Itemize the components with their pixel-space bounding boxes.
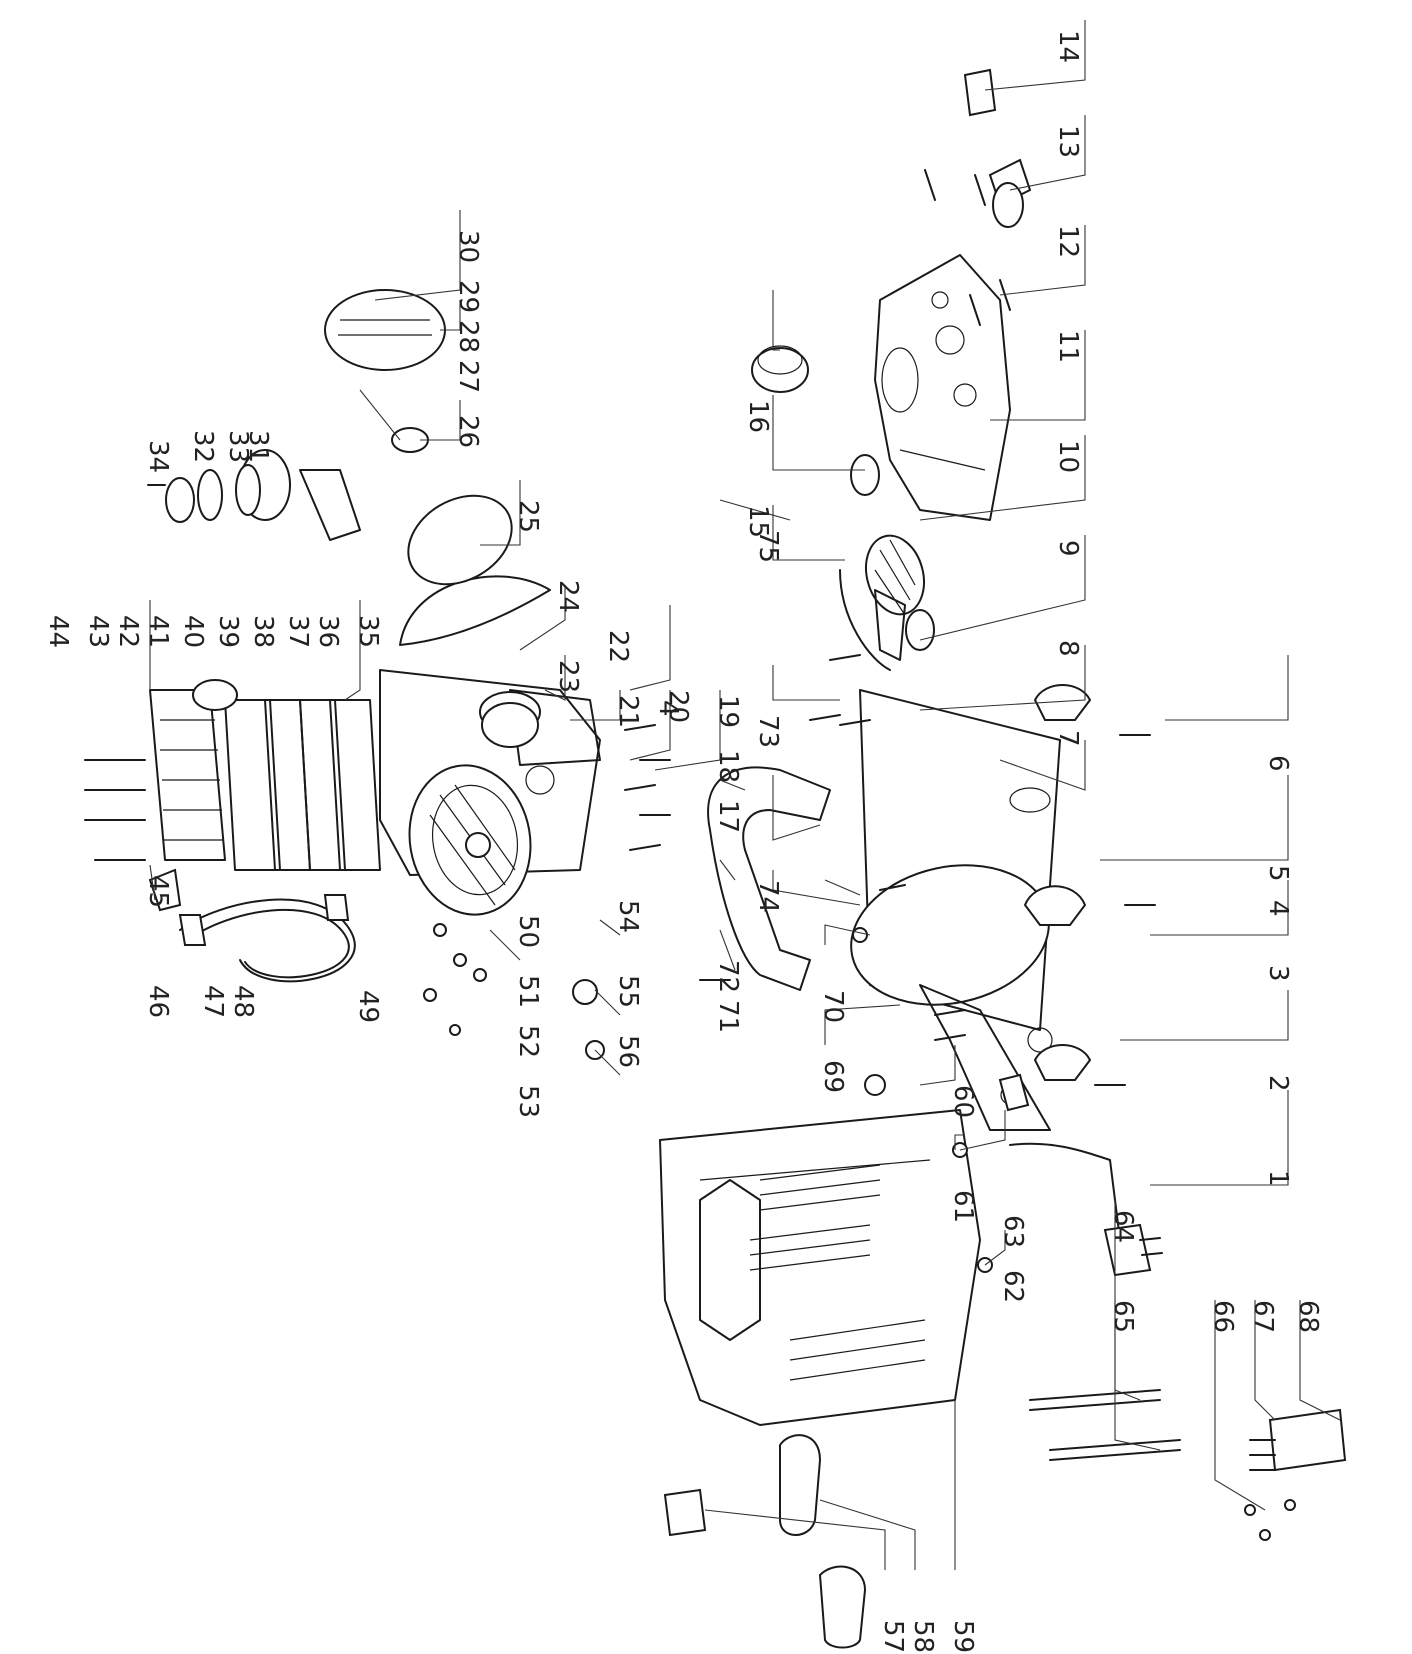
callout-label-24: 24 bbox=[553, 580, 583, 613]
callout-label-7: 7 bbox=[1053, 730, 1083, 747]
power-cord bbox=[1009, 1142, 1163, 1277]
callout-label-34: 34 bbox=[143, 440, 173, 473]
internal-wires bbox=[1029, 1389, 1181, 1461]
callout-label-75: 75 bbox=[753, 530, 783, 563]
callout-label-29: 29 bbox=[453, 280, 483, 313]
rear-cover bbox=[874, 254, 1011, 521]
callout-label-41: 41 bbox=[143, 615, 173, 648]
callout-label-65: 65 bbox=[1108, 1300, 1138, 1333]
callout-label-15: 15 bbox=[743, 505, 773, 538]
callout-label-6: 6 bbox=[1263, 755, 1293, 772]
callout-label-11: 11 bbox=[1053, 330, 1083, 363]
callout-leaders bbox=[149, 20, 1341, 1570]
callout-label-72: 72 bbox=[713, 960, 743, 993]
callout-label-4: 4 bbox=[653, 700, 683, 717]
callout-label-18: 18 bbox=[713, 750, 743, 783]
air-hose bbox=[148, 868, 356, 983]
callout-label-20: 20 bbox=[663, 690, 693, 723]
callout-label-60: 60 bbox=[948, 1085, 978, 1118]
cylinder-head bbox=[84, 679, 381, 871]
callout-label-56: 56 bbox=[613, 1035, 643, 1068]
quick-coupler bbox=[963, 68, 1032, 228]
callout-label-31: 31 bbox=[243, 430, 273, 463]
callout-label-50: 50 bbox=[513, 915, 543, 948]
callout-label-57: 57 bbox=[878, 1620, 908, 1653]
pressure-gauge bbox=[751, 345, 809, 393]
callout-label-63: 63 bbox=[998, 1215, 1028, 1248]
callout-label-21: 21 bbox=[613, 695, 643, 728]
callout-label-30: 30 bbox=[453, 230, 483, 263]
callout-label-13: 13 bbox=[1053, 125, 1083, 158]
callout-label-70: 70 bbox=[818, 990, 848, 1023]
callout-label-36: 36 bbox=[313, 615, 343, 648]
parts-artwork bbox=[84, 68, 1347, 1649]
callout-label-68: 68 bbox=[1293, 1300, 1323, 1333]
callout-label-25: 25 bbox=[513, 500, 543, 533]
callout-label-28: 28 bbox=[453, 320, 483, 353]
callout-label-4: 4 bbox=[1263, 900, 1293, 917]
callout-label-43: 43 bbox=[83, 615, 113, 648]
callout-label-3: 3 bbox=[1263, 965, 1293, 982]
callout-label-67: 67 bbox=[1248, 1300, 1278, 1333]
callout-label-69: 69 bbox=[818, 1060, 848, 1093]
callout-label-48: 48 bbox=[228, 985, 258, 1018]
callout-label-71: 71 bbox=[713, 1000, 743, 1033]
callout-label-38: 38 bbox=[248, 615, 278, 648]
callout-label-1: 1 bbox=[1263, 1170, 1293, 1187]
crankcase-motor bbox=[379, 669, 601, 916]
rubber-feet bbox=[998, 684, 1092, 1112]
callout-label-32: 32 bbox=[188, 430, 218, 463]
callout-label-59: 59 bbox=[948, 1620, 978, 1653]
carry-handle bbox=[707, 766, 831, 991]
callout-label-23: 23 bbox=[553, 660, 583, 693]
callout-label-8: 8 bbox=[1053, 640, 1083, 657]
callout-label-37: 37 bbox=[283, 615, 313, 648]
callout-label-40: 40 bbox=[178, 615, 208, 648]
callout-label-12: 12 bbox=[1053, 225, 1083, 258]
callout-label-51: 51 bbox=[513, 975, 543, 1008]
callout-label-5: 5 bbox=[1263, 865, 1293, 882]
callout-label-58: 58 bbox=[908, 1620, 938, 1653]
callout-label-14: 14 bbox=[1053, 30, 1083, 63]
callout-label-52: 52 bbox=[513, 1025, 543, 1058]
callout-label-2: 2 bbox=[1263, 1075, 1293, 1092]
switch-and-foot bbox=[663, 1434, 866, 1649]
callout-label-47: 47 bbox=[198, 985, 228, 1018]
callout-label-26: 26 bbox=[453, 415, 483, 448]
callout-label-19: 19 bbox=[713, 695, 743, 728]
air-tank bbox=[850, 689, 1061, 1131]
terminal-board bbox=[1249, 1408, 1347, 1472]
callout-label-66: 66 bbox=[1208, 1300, 1238, 1333]
callout-label-33: 33 bbox=[223, 430, 253, 463]
callout-label-53: 53 bbox=[513, 1085, 543, 1118]
pressure-switch bbox=[839, 454, 935, 671]
main-shroud bbox=[659, 1109, 981, 1426]
callout-label-64: 64 bbox=[1108, 1210, 1138, 1243]
callout-label-17: 17 bbox=[713, 800, 743, 833]
callout-label-74: 74 bbox=[753, 880, 783, 913]
callout-label-49: 49 bbox=[353, 990, 383, 1023]
callout-label-27: 27 bbox=[453, 360, 483, 393]
small-hardware bbox=[423, 654, 1296, 1541]
callout-label-73: 73 bbox=[753, 715, 783, 748]
callout-label-55: 55 bbox=[613, 975, 643, 1008]
callout-label-62: 62 bbox=[998, 1270, 1028, 1303]
callout-labels: 1234456789101112131415161718192021222324… bbox=[43, 30, 1323, 1653]
callout-label-46: 46 bbox=[143, 985, 173, 1018]
callout-label-44: 44 bbox=[43, 615, 73, 648]
crank-assembly bbox=[147, 289, 551, 748]
callout-label-22: 22 bbox=[603, 630, 633, 663]
callout-label-35: 35 bbox=[353, 615, 383, 648]
callout-label-45: 45 bbox=[143, 875, 173, 908]
callout-label-9: 9 bbox=[1053, 540, 1083, 557]
callout-label-16: 16 bbox=[743, 400, 773, 433]
callout-label-61: 61 bbox=[948, 1190, 978, 1223]
callout-label-10: 10 bbox=[1053, 440, 1083, 473]
screws-top-right bbox=[924, 169, 1011, 326]
callout-label-54: 54 bbox=[613, 900, 643, 933]
callout-label-39: 39 bbox=[213, 615, 243, 648]
callout-label-42: 42 bbox=[113, 615, 143, 648]
